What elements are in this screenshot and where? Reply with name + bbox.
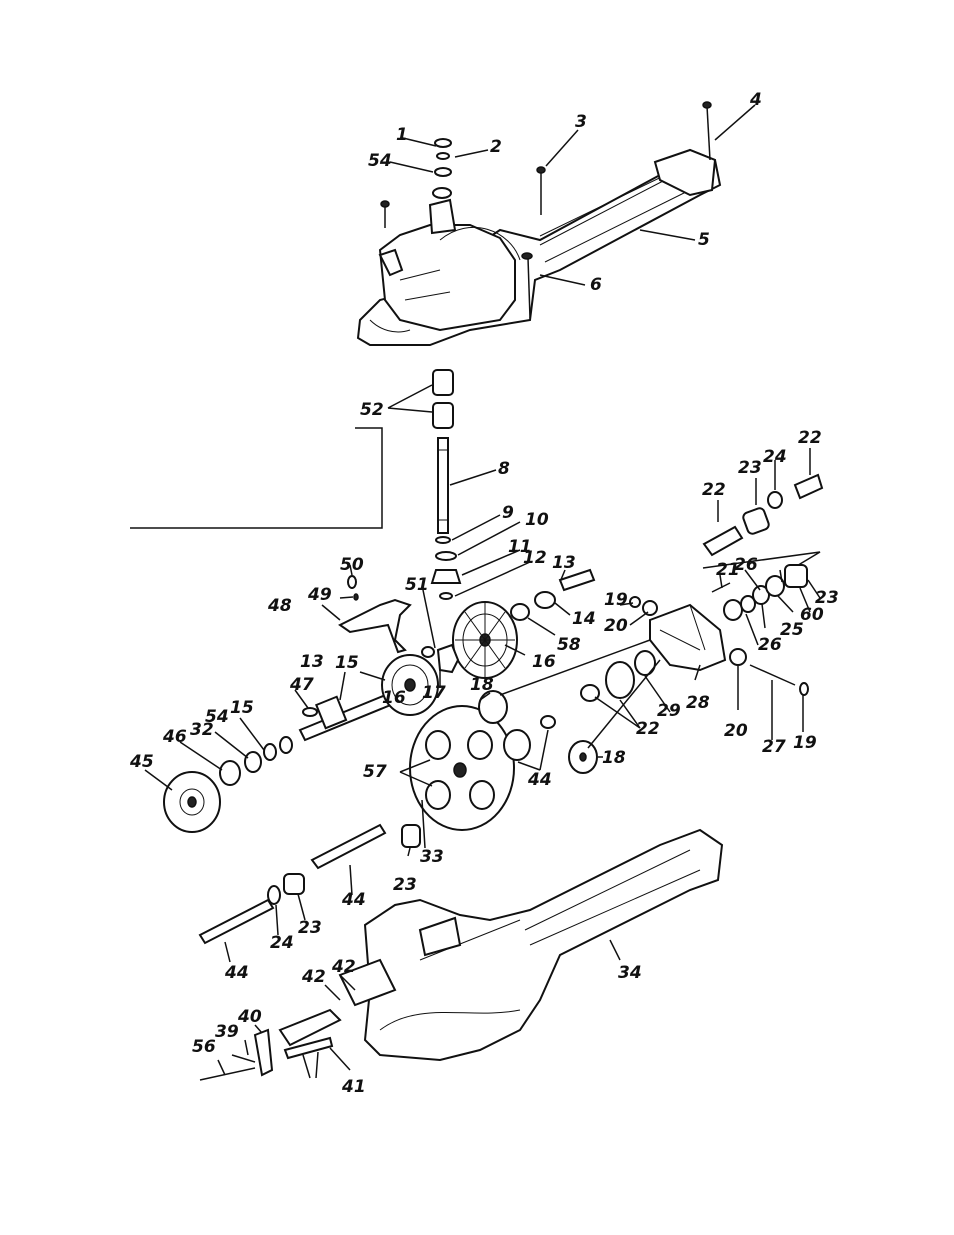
bushing-23-center — [402, 825, 420, 847]
label-22-top: 22 — [798, 428, 822, 448]
washer-20-lower — [730, 649, 746, 665]
key-47 — [303, 708, 317, 716]
shaft-44-middle — [312, 825, 385, 868]
label-46: 46 — [162, 727, 187, 747]
label-34: 34 — [618, 963, 642, 983]
label-29: 29 — [657, 701, 681, 721]
lever-40 — [255, 1030, 272, 1075]
label-4: 4 — [749, 90, 762, 110]
label-16-upper: 16 — [532, 652, 556, 672]
label-22-center: 22 — [636, 719, 660, 739]
label-18-upper: 18 — [470, 675, 494, 695]
label-5: 5 — [698, 230, 710, 250]
bolt-left-top — [381, 201, 389, 228]
label-44-upper: 44 — [527, 770, 552, 790]
pin-27 — [750, 665, 808, 695]
label-32: 32 — [190, 720, 214, 740]
bevel-gear-16 — [453, 602, 517, 678]
label-44-middle: 44 — [341, 890, 366, 910]
label-23-lower: 23 — [298, 918, 322, 938]
differential-gears-22 — [581, 651, 655, 701]
label-9: 9 — [502, 503, 514, 523]
label-54: 54 — [368, 151, 392, 171]
gear-18-top — [479, 691, 507, 723]
label-40: 40 — [237, 1007, 262, 1027]
label-47: 47 — [289, 675, 314, 695]
washers-9-12 — [432, 537, 460, 599]
label-25: 25 — [780, 620, 804, 640]
bolt-4 — [703, 102, 711, 160]
label-13-upper: 13 — [552, 553, 576, 573]
label-57: 57 — [363, 762, 387, 782]
bolt-3 — [537, 167, 545, 215]
label-3: 3 — [575, 112, 587, 132]
label-15-upper: 15 — [335, 653, 359, 673]
label-1: 1 — [396, 125, 408, 145]
label-13: 13 — [300, 652, 324, 672]
label-15: 15 — [230, 698, 254, 718]
label-18: 18 — [602, 748, 626, 768]
label-42-second: 42 — [331, 957, 356, 977]
bushings-52 — [433, 370, 453, 428]
label-51: 51 — [405, 575, 429, 595]
label-27: 27 — [762, 737, 786, 757]
label-22-upper: 22 — [702, 480, 726, 500]
label-41: 41 — [341, 1077, 366, 1097]
label-58: 58 — [557, 635, 581, 655]
label-28: 28 — [686, 693, 710, 713]
label-52: 52 — [360, 400, 384, 420]
label-24-upper: 24 — [763, 447, 787, 467]
label-39: 39 — [215, 1022, 239, 1042]
input-shaft-8 — [438, 438, 448, 533]
label-56: 56 — [192, 1037, 216, 1057]
label-8: 8 — [498, 459, 510, 479]
reference-bracket — [130, 428, 382, 528]
rod-39 — [232, 1055, 255, 1062]
differential-case-28 — [650, 605, 725, 670]
label-45: 45 — [129, 752, 154, 772]
label-17: 17 — [422, 683, 446, 703]
label-16: 16 — [382, 688, 406, 708]
label-26: 26 — [758, 635, 782, 655]
main-gear-57 — [410, 706, 514, 830]
shift-fork-48 — [340, 576, 410, 652]
label-23-upper: 23 — [738, 458, 762, 478]
upper-axle-housing — [358, 150, 720, 345]
gear-18-lower — [569, 741, 597, 773]
label-6: 6 — [590, 275, 602, 295]
label-48: 48 — [267, 596, 292, 616]
label-49: 49 — [307, 585, 332, 605]
bushing-14 — [535, 592, 555, 608]
washers-1-2-54 — [435, 139, 451, 176]
lower-housing-34 — [365, 830, 722, 1060]
label-44-lower: 44 — [224, 963, 249, 983]
shaft-13-upper — [560, 570, 594, 590]
bolt-56 — [200, 1068, 255, 1080]
label-2: 2 — [490, 137, 502, 157]
label-19-upper: 19 — [604, 590, 628, 610]
washers-19-20-upper — [630, 597, 657, 615]
label-24-lower: 24 — [270, 933, 294, 953]
spur-gear-44 — [504, 716, 555, 760]
washer-58 — [511, 604, 529, 620]
label-12: 12 — [523, 548, 547, 568]
label-20: 20 — [604, 616, 628, 636]
pulley-45 — [164, 772, 220, 832]
label-26-upper: 26 — [734, 555, 758, 575]
label-10: 10 — [525, 510, 549, 530]
label-14: 14 — [572, 609, 596, 629]
label-33: 33 — [420, 847, 444, 867]
label-50: 50 — [340, 555, 364, 575]
label-20-lower: 20 — [724, 721, 748, 741]
label-19: 19 — [793, 733, 817, 753]
label-23-center: 23 — [393, 875, 417, 895]
label-42: 42 — [301, 967, 326, 987]
